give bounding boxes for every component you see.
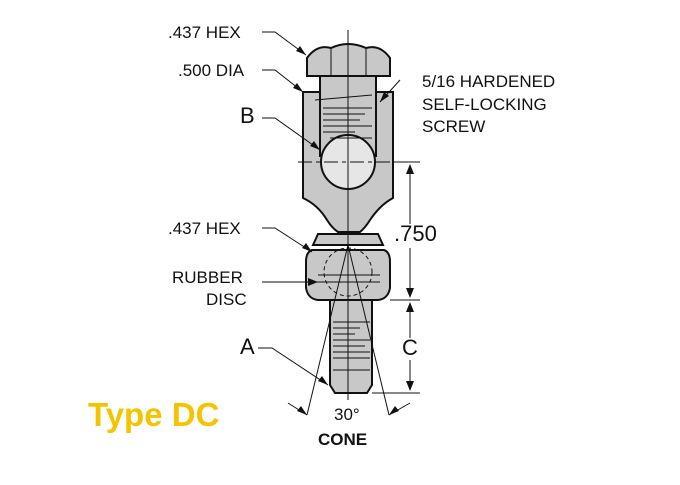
hex-bottom-label: .437 HEX bbox=[168, 219, 241, 238]
rubber-label-2: DISC bbox=[206, 290, 247, 309]
dim-750-label: .750 bbox=[394, 221, 437, 246]
hex-top-label: .437 HEX bbox=[168, 23, 241, 42]
b-label: B bbox=[240, 103, 255, 128]
screw-label-2: SELF-LOCKING bbox=[422, 95, 547, 114]
c-label: C bbox=[402, 335, 418, 360]
a-label: A bbox=[240, 334, 255, 359]
rubber-label-1: RUBBER bbox=[172, 268, 243, 287]
dia-label: .500 DIA bbox=[178, 61, 245, 80]
cone-label: CONE bbox=[318, 430, 368, 449]
screw-label-3: SCREW bbox=[422, 117, 486, 136]
type-title: Type DC bbox=[88, 396, 220, 433]
screw-label-1: 5/16 HARDENED bbox=[422, 72, 556, 91]
angle-label: 30° bbox=[334, 405, 360, 424]
